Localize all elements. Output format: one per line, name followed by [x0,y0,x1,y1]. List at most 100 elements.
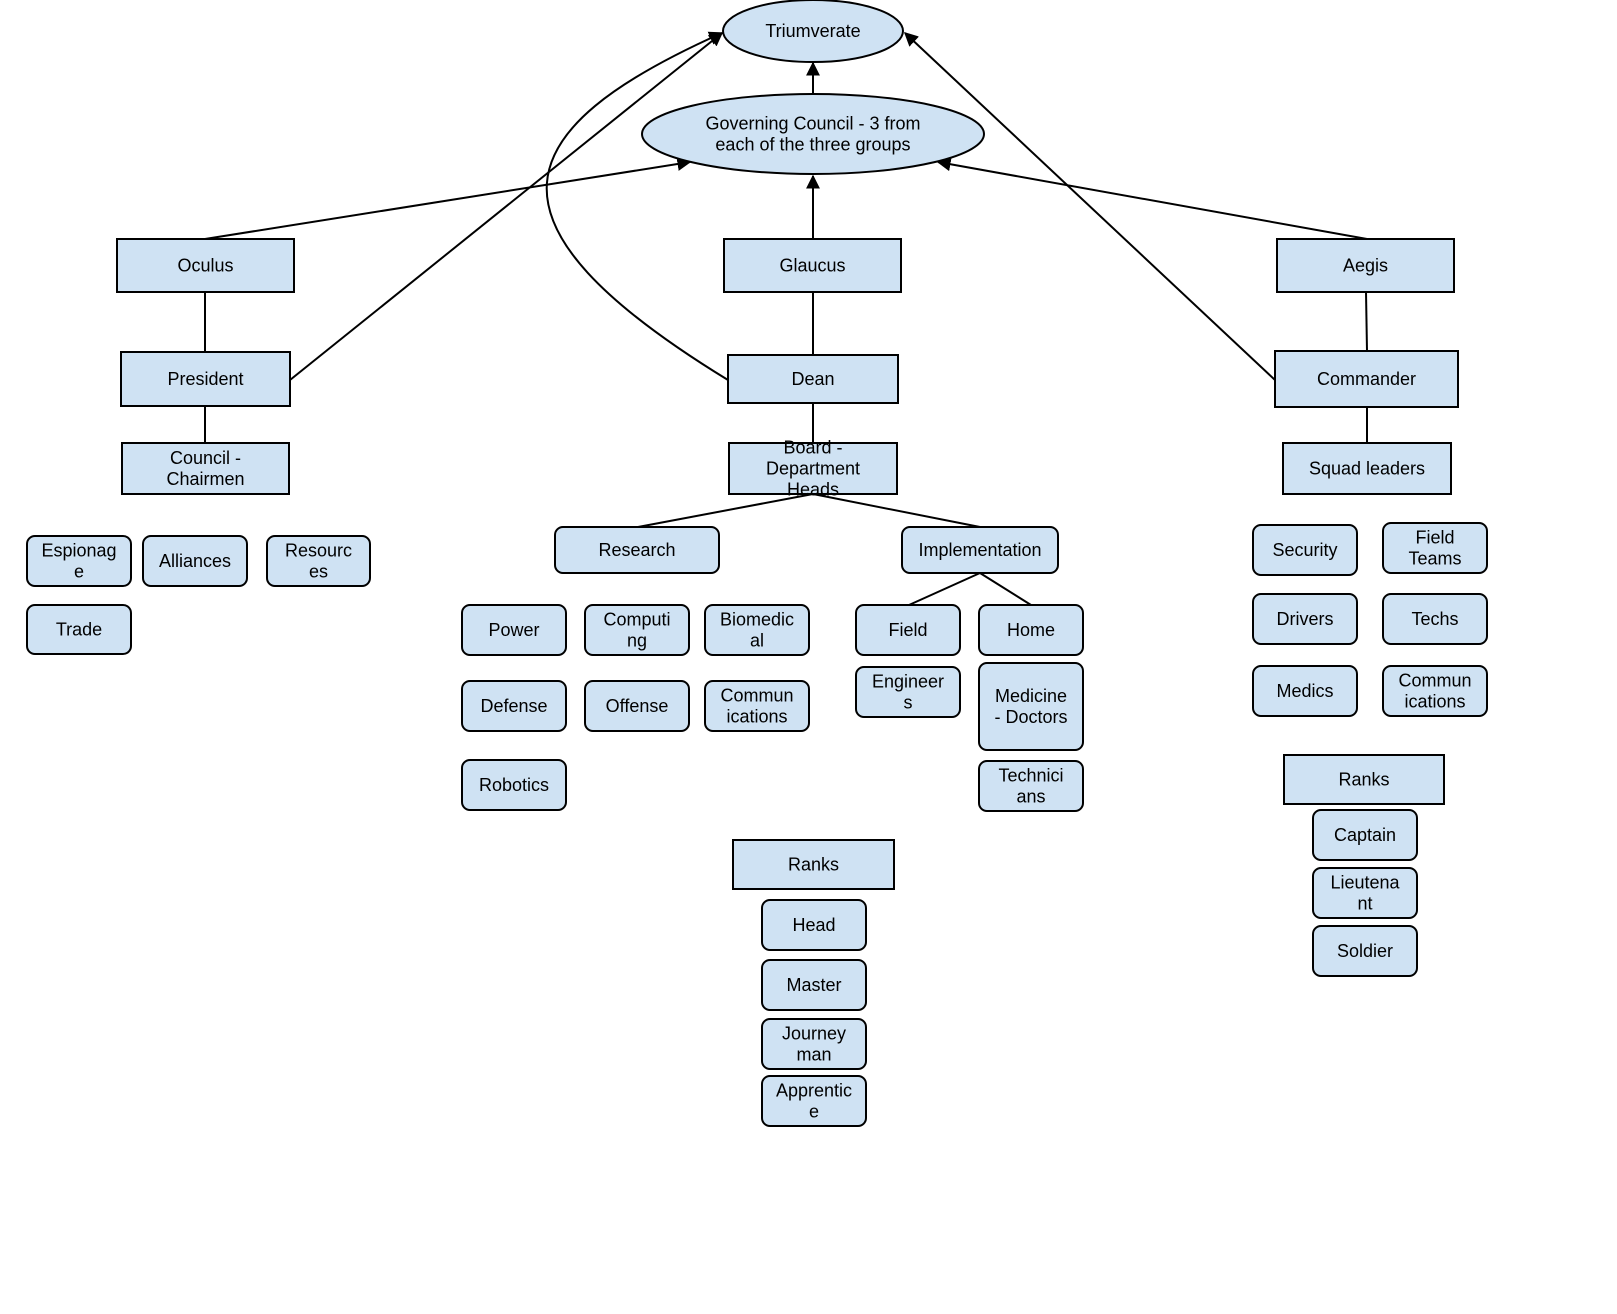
node-label-board: Department [766,459,860,479]
node-label-resources: es [309,562,328,582]
edge-dean-to-triumverate [545,31,729,381]
node-drivers: Drivers [1252,593,1358,645]
node-soldier: Soldier [1312,925,1418,977]
node-label-medicine: Medicine [995,686,1067,706]
node-shape-techs [1382,593,1488,645]
node-label-chairmen: Council - [170,448,241,468]
node-label-alliances: Alliances [159,551,231,571]
node-label-medicine: - Doctors [994,707,1067,727]
node-label-commander: Commander [1317,369,1416,389]
node-shape-technicians [978,760,1084,812]
node-security: Security [1252,524,1358,576]
node-shape-implementation [901,526,1059,574]
node-shape-council [641,93,985,175]
node-label-field-teams: Teams [1408,549,1461,569]
node-research: Research [554,526,720,574]
node-label-lieutenant: nt [1357,894,1372,914]
node-label-squad: Squad leaders [1309,459,1425,479]
node-shape-defense [461,680,567,732]
node-label-communications-r: Commun [720,686,793,706]
node-label-board: Board - [783,438,842,458]
node-label-robotics: Robotics [479,775,549,795]
node-shape-alliances [142,535,248,587]
node-label-drivers: Drivers [1277,609,1334,629]
node-shape-medics [1252,665,1358,717]
node-label-communications-a: Commun [1398,671,1471,691]
node-label-oculus: Oculus [177,256,233,276]
edge-commander-to-triumverate [903,32,1276,381]
node-shape-captain [1312,809,1418,861]
node-shape-board [728,442,898,495]
node-medics: Medics [1252,665,1358,717]
node-label-head: Head [792,915,835,935]
node-power: Power [461,604,567,656]
edge-aegis-to-commander [1365,291,1368,352]
node-label-ranks-a: Ranks [1338,770,1389,790]
node-shape-chairmen [121,442,290,495]
node-label-triumverate: Triumverate [765,21,860,41]
node-label-defense: Defense [480,696,547,716]
node-label-implementation: Implementation [918,540,1041,560]
edge-implementation-to-field [908,572,981,606]
node-shape-lieutenant [1312,867,1418,919]
node-president: President [120,351,291,407]
node-label-president: President [167,369,243,389]
edge-implementation-to-home [979,572,1032,606]
node-shape-oculus [116,238,295,293]
node-head: Head [761,899,867,951]
node-label-apprentice: Apprentic [776,1081,852,1101]
node-label-techs: Techs [1411,609,1458,629]
node-shape-security [1252,524,1358,576]
node-label-research: Research [598,540,675,560]
node-ranks-g: Ranks [732,839,895,890]
node-label-espionage: Espionag [41,541,116,561]
node-shape-biomedical [704,604,810,656]
node-shape-squad [1282,442,1452,495]
node-shape-research [554,526,720,574]
node-shape-triumverate [722,0,904,63]
node-label-apprentice: e [809,1102,819,1122]
node-shape-field-teams [1382,522,1488,574]
node-shape-journeyman [761,1018,867,1070]
node-shape-computing [584,604,690,656]
node-shape-engineers [855,666,961,718]
node-shape-home [978,604,1084,656]
node-shape-trade [26,604,132,655]
node-shape-robotics [461,759,567,811]
node-ranks-a: Ranks [1283,754,1445,805]
connector-lines [204,31,1368,606]
node-label-council: Governing Council - 3 from [705,114,920,134]
node-robotics: Robotics [461,759,567,811]
node-label-communications-r: ications [726,707,787,727]
node-label-ranks-g: Ranks [788,855,839,875]
node-medicine: Medicine- Doctors [978,662,1084,751]
node-shape-communications-r [704,680,810,732]
node-shape-communications-a [1382,665,1488,717]
node-shape-soldier [1312,925,1418,977]
node-label-board: Heads [787,480,839,500]
node-label-chairmen: Chairmen [166,469,244,489]
node-techs: Techs [1382,593,1488,645]
node-label-captain: Captain [1334,825,1396,845]
node-shape-commander [1274,350,1459,408]
node-shape-field [855,604,961,656]
edge-board-to-implementation [812,493,981,528]
edge-aegis-to-council [936,157,1368,240]
node-label-offense: Offense [606,696,669,716]
node-label-technicians: ans [1016,787,1045,807]
node-chairmen: Council -Chairmen [121,442,290,495]
node-trade: Trade [26,604,132,655]
node-triumverate: Triumverate [722,0,904,63]
node-label-resources: Resourc [285,541,352,561]
node-shape-resources [266,535,371,587]
node-label-glaucus: Glaucus [779,256,845,276]
